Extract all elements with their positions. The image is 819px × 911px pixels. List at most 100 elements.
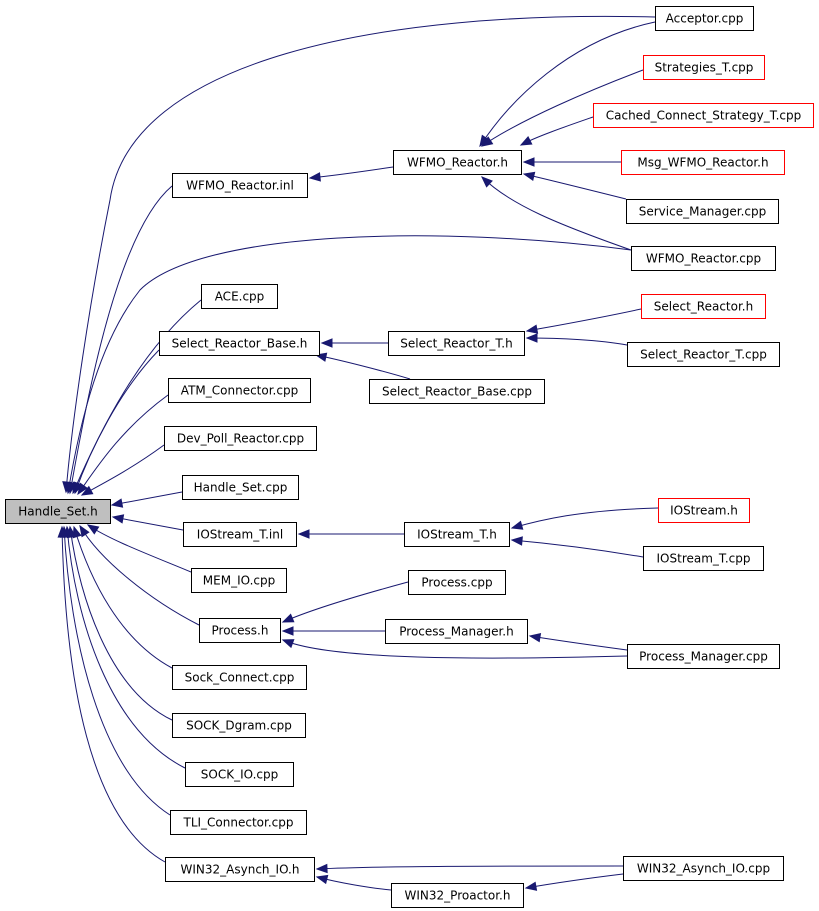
node-atm-connector-cpp[interactable]: ATM_Connector.cpp [168, 378, 311, 403]
node-box[interactable] [658, 498, 750, 523]
node-process-h[interactable]: Process.h [199, 618, 281, 643]
edge-line [112, 516, 184, 531]
node-box[interactable] [621, 150, 785, 175]
node-msg-wfmo-reactor-h[interactable]: Msg_WFMO_Reactor.h [621, 150, 785, 175]
node-cached-connect-strategy[interactable]: Cached_Connect_Strategy_T.cpp [593, 103, 814, 128]
edge-mem_io_cpp-to-handle_set_h [86, 524, 192, 573]
node-box[interactable] [627, 644, 780, 669]
node-box[interactable] [369, 379, 545, 404]
node-sock-connect-cpp[interactable]: Sock_Connect.cpp [172, 665, 307, 690]
node-strategies-t-cpp[interactable]: Strategies_T.cpp [643, 55, 765, 80]
node-box[interactable] [623, 856, 784, 881]
arrowhead [281, 626, 294, 636]
node-box[interactable] [641, 294, 766, 319]
node-sock-io-cpp[interactable]: SOCK_IO.cpp [185, 762, 294, 787]
node-box[interactable] [593, 103, 814, 128]
node-box[interactable] [631, 246, 776, 271]
edge-select_reactor_h-to-select_reactor_t_h [525, 308, 642, 334]
node-box[interactable] [627, 342, 780, 367]
node-iostream-t-cpp[interactable]: IOStream_T.cpp [643, 546, 764, 571]
node-select-reactor-base-h[interactable]: Select_Reactor_Base.h [159, 331, 320, 356]
node-label: ATM_Connector.cpp [181, 384, 298, 398]
edge-wfmo_reactor_h-to-wfmo_reactor_inl [308, 166, 394, 182]
node-wfmo-reactor-inl[interactable]: WFMO_Reactor.inl [172, 173, 308, 198]
node-label: WIN32_Asynch_IO.cpp [637, 862, 770, 876]
node-label: Process.h [212, 624, 269, 638]
node-box[interactable] [643, 546, 764, 571]
node-box[interactable] [172, 713, 306, 738]
edge-handle_set_cpp-to-handle_set_h [110, 491, 183, 508]
edge-win32_proactor_h-to-win32_asynch_io_h [315, 874, 392, 891]
node-wfmo-reactor-cpp[interactable]: WFMO_Reactor.cpp [631, 246, 776, 271]
node-iostream-h[interactable]: IOStream.h [658, 498, 750, 523]
node-label: IOStream_T.cpp [657, 552, 751, 566]
node-box[interactable] [183, 522, 297, 547]
node-box[interactable] [385, 619, 528, 644]
node-label: SOCK_IO.cpp [201, 768, 278, 782]
node-box[interactable] [393, 150, 522, 175]
node-box[interactable] [199, 618, 281, 643]
node-select-reactor-t-h[interactable]: Select_Reactor_T.h [388, 331, 525, 356]
node-box[interactable] [5, 499, 111, 524]
node-dev-poll-reactor-cpp[interactable]: Dev_Poll_Reactor.cpp [164, 426, 317, 451]
node-box[interactable] [165, 857, 315, 882]
node-select-reactor-h[interactable]: Select_Reactor.h [641, 294, 766, 319]
node-box[interactable] [626, 199, 779, 224]
node-box[interactable] [170, 810, 307, 835]
node-box[interactable] [172, 173, 308, 198]
edge-tli_connector_cpp-to-handle_set_h [59, 525, 171, 816]
node-box[interactable] [168, 378, 311, 403]
node-box[interactable] [388, 331, 525, 356]
node-handle-set-h[interactable]: Handle_Set.h [5, 499, 111, 524]
edge-acceptor_cpp-to-handle_set_h [62, 15, 656, 494]
arrowhead [111, 514, 125, 524]
node-box[interactable] [159, 331, 320, 356]
node-service-manager-cpp[interactable]: Service_Manager.cpp [626, 199, 779, 224]
node-iostream-t-h[interactable]: IOStream_T.h [404, 522, 510, 547]
arrowhead [65, 481, 75, 495]
node-iostream-t-inl[interactable]: IOStream_T.inl [183, 522, 297, 547]
node-box[interactable] [643, 55, 765, 80]
node-process-manager-cpp[interactable]: Process_Manager.cpp [627, 644, 780, 669]
node-win32-asynch-io-cpp[interactable]: WIN32_Asynch_IO.cpp [623, 856, 784, 881]
node-box[interactable] [164, 426, 317, 451]
node-label: Strategies_T.cpp [655, 61, 754, 75]
node-box[interactable] [185, 762, 294, 787]
edge-iostream_t_cpp-to-iostream_t_h [510, 536, 644, 558]
edge-wfmo_reactor_cpp-to-handle_set_h [65, 235, 632, 495]
node-win32-proactor-h[interactable]: WIN32_Proactor.h [391, 883, 524, 908]
node-handle-set-cpp[interactable]: Handle_Set.cpp [182, 475, 299, 500]
node-process-cpp[interactable]: Process.cpp [408, 570, 506, 595]
node-label: Msg_WFMO_Reactor.h [637, 156, 768, 170]
node-win32-asynch-io-h[interactable]: WIN32_Asynch_IO.h [165, 857, 315, 882]
node-box[interactable] [655, 6, 754, 31]
node-ace-cpp[interactable]: ACE.cpp [201, 284, 278, 309]
edge-dev_poll_reactor_cpp-to-handle_set_h [80, 444, 165, 496]
node-wfmo-reactor-h[interactable]: WFMO_Reactor.h [393, 150, 522, 175]
node-box[interactable] [191, 568, 287, 593]
edge-process_cpp-to-process_h [281, 581, 409, 623]
node-box[interactable] [172, 665, 307, 690]
node-mem-io-cpp[interactable]: MEM_IO.cpp [191, 568, 287, 593]
arrowhead [297, 529, 310, 539]
edge-wfmo_reactor_inl-to-handle_set_h [67, 185, 173, 495]
node-label: Select_Reactor_Base.h [172, 337, 308, 351]
node-process-manager-h[interactable]: Process_Manager.h [385, 619, 528, 644]
node-tli-connector-cpp[interactable]: TLI_Connector.cpp [170, 810, 307, 835]
edge-line [65, 15, 656, 493]
node-sock-dgram-cpp[interactable]: SOCK_Dgram.cpp [172, 713, 306, 738]
arrowhead [480, 136, 494, 147]
node-label: SOCK_Dgram.cpp [186, 719, 292, 733]
node-box[interactable] [201, 284, 278, 309]
node-select-reactor-base-cpp[interactable]: Select_Reactor_Base.cpp [369, 379, 545, 404]
arrowhead [315, 863, 328, 874]
node-box[interactable] [408, 570, 506, 595]
node-box[interactable] [182, 475, 299, 500]
node-acceptor-cpp[interactable]: Acceptor.cpp [655, 6, 754, 31]
edge-strategies_t_cpp-to-wfmo_reactor_h [480, 69, 644, 147]
node-label: MEM_IO.cpp [203, 574, 275, 588]
node-select-reactor-t-cpp[interactable]: Select_Reactor_T.cpp [627, 342, 780, 367]
node-box[interactable] [404, 522, 510, 547]
node-box[interactable] [391, 883, 524, 908]
arrowhead [525, 324, 539, 334]
